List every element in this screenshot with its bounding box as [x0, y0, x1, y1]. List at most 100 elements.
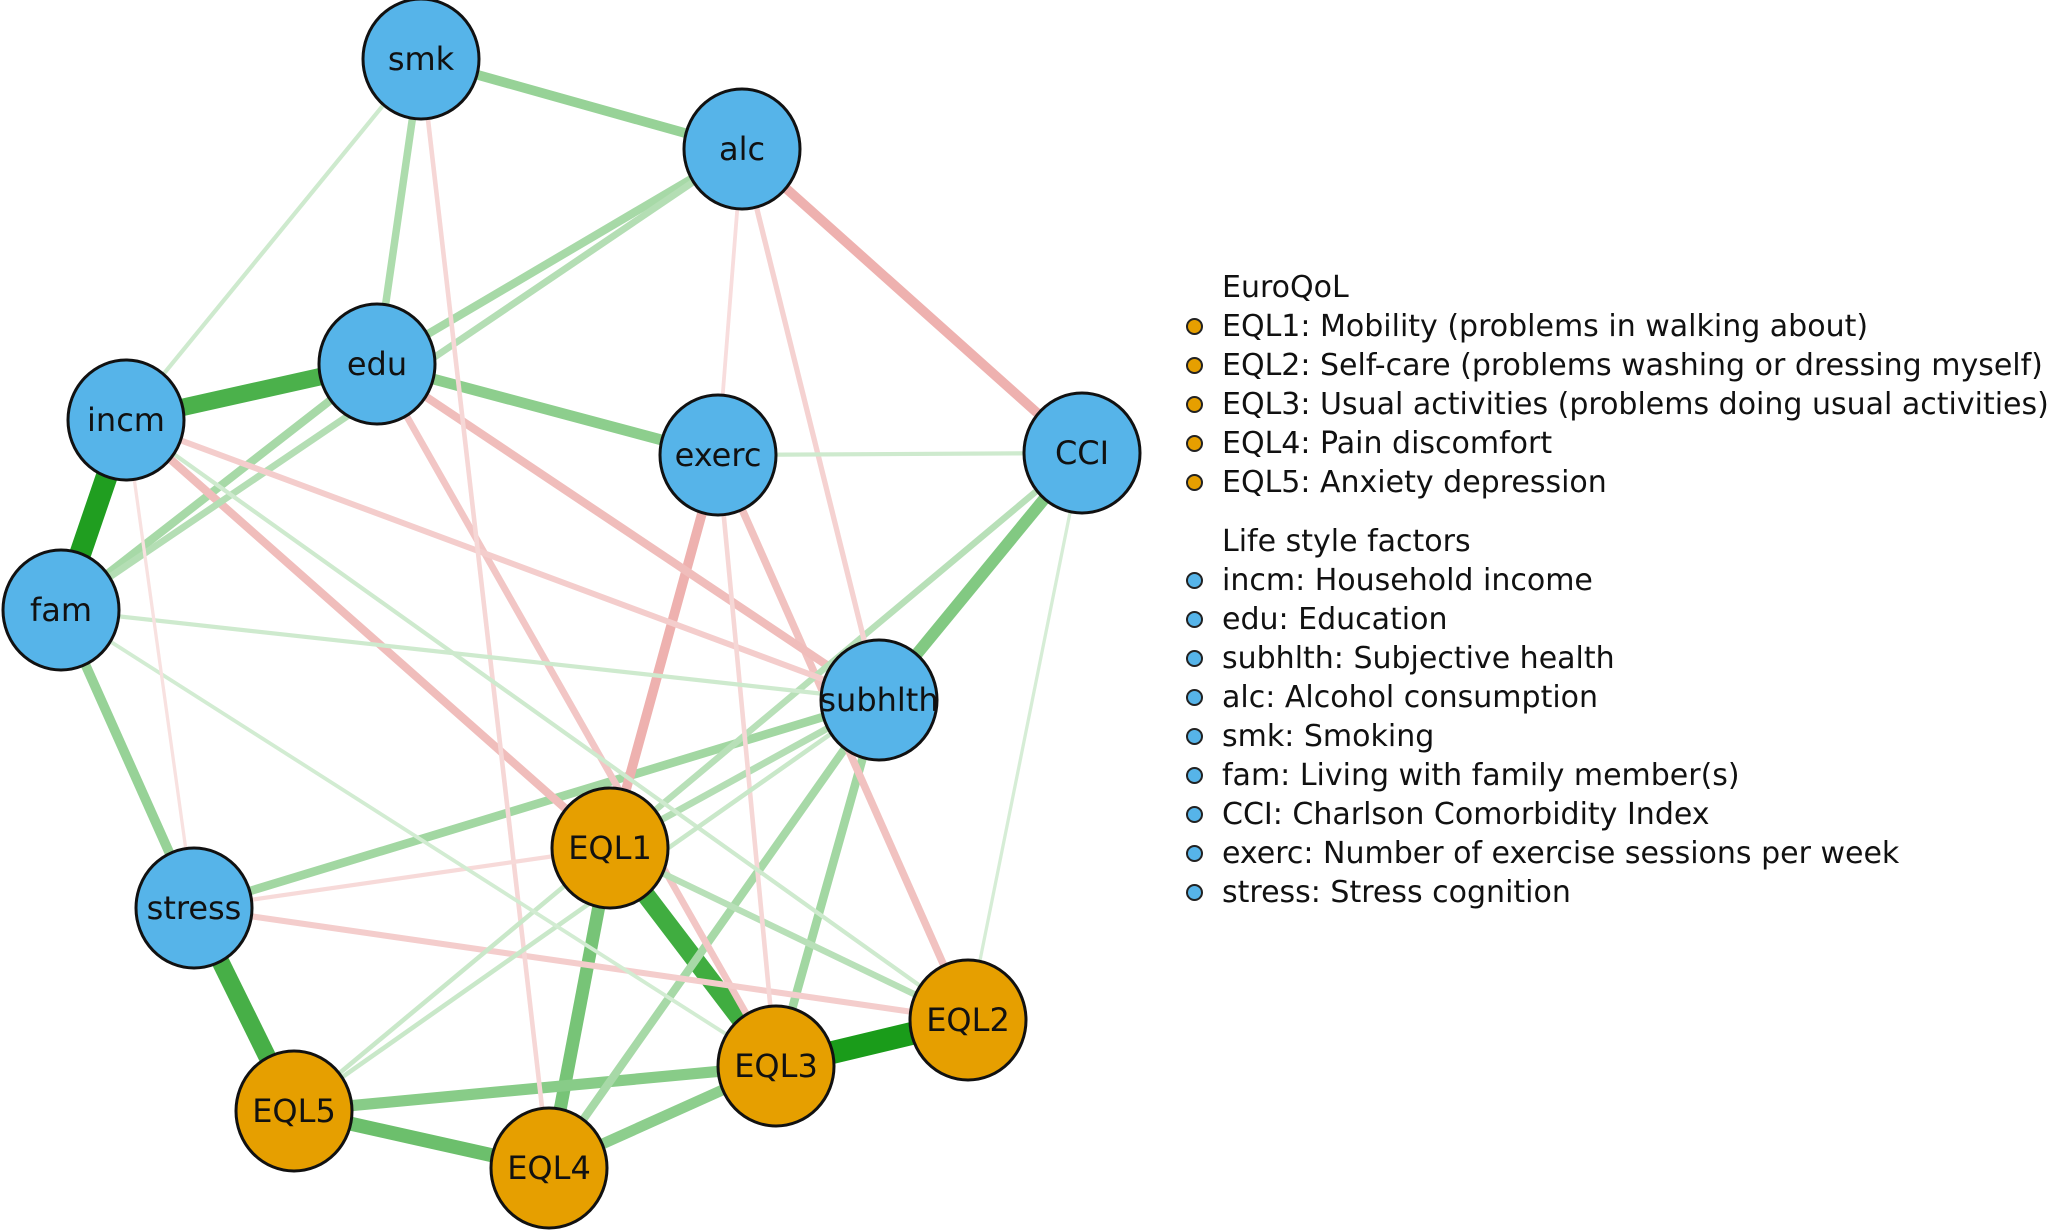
- legend-dot-icon: [1186, 572, 1203, 589]
- node-label: smk: [388, 40, 455, 78]
- legend-item-label: incm: Household income: [1222, 563, 1593, 598]
- node-label: exerc: [675, 436, 762, 474]
- node-circle: [716, 1004, 836, 1128]
- edge-exerc-EQL1: [605, 453, 723, 850]
- legend-item-label: subhlth: Subjective health: [1222, 641, 1615, 676]
- legend-item: alc: Alcohol consumption: [1182, 678, 2049, 717]
- node-label: EQL4: [507, 1149, 591, 1187]
- legend-item: EQL2: Self-care (problems washing or dre…: [1182, 346, 2049, 385]
- node-circle: [682, 87, 802, 211]
- node-fam: fam: [1, 548, 121, 672]
- legend: EuroQoL EQL1: Mobility (problems in walk…: [1182, 268, 2049, 912]
- node-label: edu: [347, 345, 407, 383]
- node-CCI: CCI: [1022, 391, 1142, 515]
- edge-incm-EQL1: [123, 416, 613, 852]
- legend-item: EQL4: Pain discomfort: [1182, 424, 2049, 463]
- edge-EQL5-EQL3: [293, 1060, 777, 1117]
- legend-dot-icon: [1186, 689, 1203, 706]
- node-circle: [134, 846, 254, 970]
- node-circle: [361, 0, 481, 121]
- node-circle: [1, 548, 121, 672]
- legend-item: fam: Living with family member(s): [1182, 756, 2049, 795]
- legend-item-label: EQL2: Self-care (problems washing or dre…: [1222, 348, 2043, 383]
- edge-edu-alc: [374, 145, 745, 368]
- node-stress: stress: [134, 846, 254, 970]
- node-EQL2: EQL2: [908, 958, 1028, 1082]
- edge-smk-EQL4: [418, 58, 552, 1169]
- legend-group-euroqol: EuroQoL EQL1: Mobility (problems in walk…: [1182, 268, 2049, 502]
- legend-item-label: EQL1: Mobility (problems in walking abou…: [1222, 309, 1869, 344]
- legend-item-label: edu: Education: [1222, 602, 1448, 637]
- node-circle: [489, 1106, 609, 1230]
- legend-group-lifestyle: Life style factors incm: Household incom…: [1182, 522, 2049, 912]
- legend-item-label: CCI: Charlson Comorbidity Index: [1222, 797, 1710, 832]
- node-EQL3: EQL3: [716, 1004, 836, 1128]
- legend-item: incm: Household income: [1182, 561, 2049, 600]
- node-label: stress: [147, 889, 242, 927]
- legend-dot-icon: [1186, 396, 1203, 413]
- node-label: EQL3: [734, 1047, 818, 1085]
- legend-dot-icon: [1186, 806, 1203, 823]
- legend-item-label: fam: Living with family member(s): [1222, 758, 1740, 793]
- node-label: CCI: [1055, 434, 1109, 472]
- node-label: alc: [719, 130, 765, 168]
- node-circle: [819, 638, 939, 762]
- edge-subhlth-EQL4: [545, 697, 883, 1171]
- node-circle: [550, 786, 670, 910]
- node-incm: incm: [66, 358, 186, 482]
- edge-CCI-EQL2: [966, 452, 1084, 1021]
- legend-item-label: exerc: Number of exercise sessions per w…: [1222, 836, 1900, 871]
- node-subhlth: subhlth: [819, 638, 939, 762]
- edge-smk-incm: [124, 57, 423, 422]
- legend-dot-icon: [1186, 728, 1203, 745]
- edge-incm-stress: [124, 419, 196, 909]
- edge-edu-EQL3: [374, 362, 779, 1068]
- legend-item: edu: Education: [1182, 600, 2049, 639]
- node-EQL4: EQL4: [489, 1106, 609, 1230]
- legend-item: stress: Stress cognition: [1182, 873, 2049, 912]
- legend-dot-icon: [1186, 884, 1203, 901]
- node-circle: [234, 1049, 354, 1173]
- edge-incm-EQL2: [124, 418, 970, 1022]
- node-label: EQL1: [568, 829, 652, 867]
- legend-dot-icon: [1186, 767, 1203, 784]
- edge-fam-subhlth: [60, 607, 880, 703]
- edge-stress-subhlth: [192, 695, 881, 913]
- legend-item: smk: Smoking: [1182, 717, 2049, 756]
- node-label: incm: [87, 401, 165, 439]
- edge-stress-EQL2: [193, 905, 969, 1023]
- legend-dot-icon: [1186, 474, 1203, 491]
- legend-item: EQL1: Mobility (problems in walking abou…: [1182, 307, 2049, 346]
- node-label: EQL2: [926, 1001, 1010, 1039]
- node-edu: edu: [317, 302, 437, 426]
- legend-dot-icon: [1186, 435, 1203, 452]
- node-exerc: exerc: [658, 393, 778, 517]
- legend-item: CCI: Charlson Comorbidity Index: [1182, 795, 2049, 834]
- edge-stress-EQL1: [193, 845, 611, 911]
- node-label: EQL5: [252, 1092, 336, 1130]
- node-EQL5: EQL5: [234, 1049, 354, 1173]
- edge-incm-subhlth: [124, 417, 881, 703]
- legend-item-label: alc: Alcohol consumption: [1222, 680, 1599, 715]
- legend-item-label: stress: Stress cognition: [1222, 875, 1571, 910]
- legend-dot-icon: [1186, 318, 1203, 335]
- legend-item-label: smk: Smoking: [1222, 719, 1435, 754]
- legend-item-label: EQL4: Pain discomfort: [1222, 426, 1553, 461]
- node-label: fam: [30, 591, 92, 629]
- node-circle: [908, 958, 1028, 1082]
- legend-item-label: EQL5: Anxiety depression: [1222, 465, 1607, 500]
- legend-item: EQL3: Usual activities (problems doing u…: [1182, 385, 2049, 424]
- node-circle: [66, 358, 186, 482]
- edge-exerc-CCI: [717, 450, 1083, 458]
- node-label: subhlth: [819, 681, 938, 719]
- edge-EQL5-EQL1: [292, 846, 612, 1113]
- legend-item: exerc: Number of exercise sessions per w…: [1182, 834, 2049, 873]
- legend-item: EQL5: Anxiety depression: [1182, 463, 2049, 502]
- edge-fam-EQL3: [59, 608, 778, 1068]
- node-alc: alc: [682, 87, 802, 211]
- legend-title-lifestyle: Life style factors: [1222, 524, 1471, 559]
- legend-dot-icon: [1186, 611, 1203, 628]
- edge-EQL1-EQL2: [608, 845, 970, 1023]
